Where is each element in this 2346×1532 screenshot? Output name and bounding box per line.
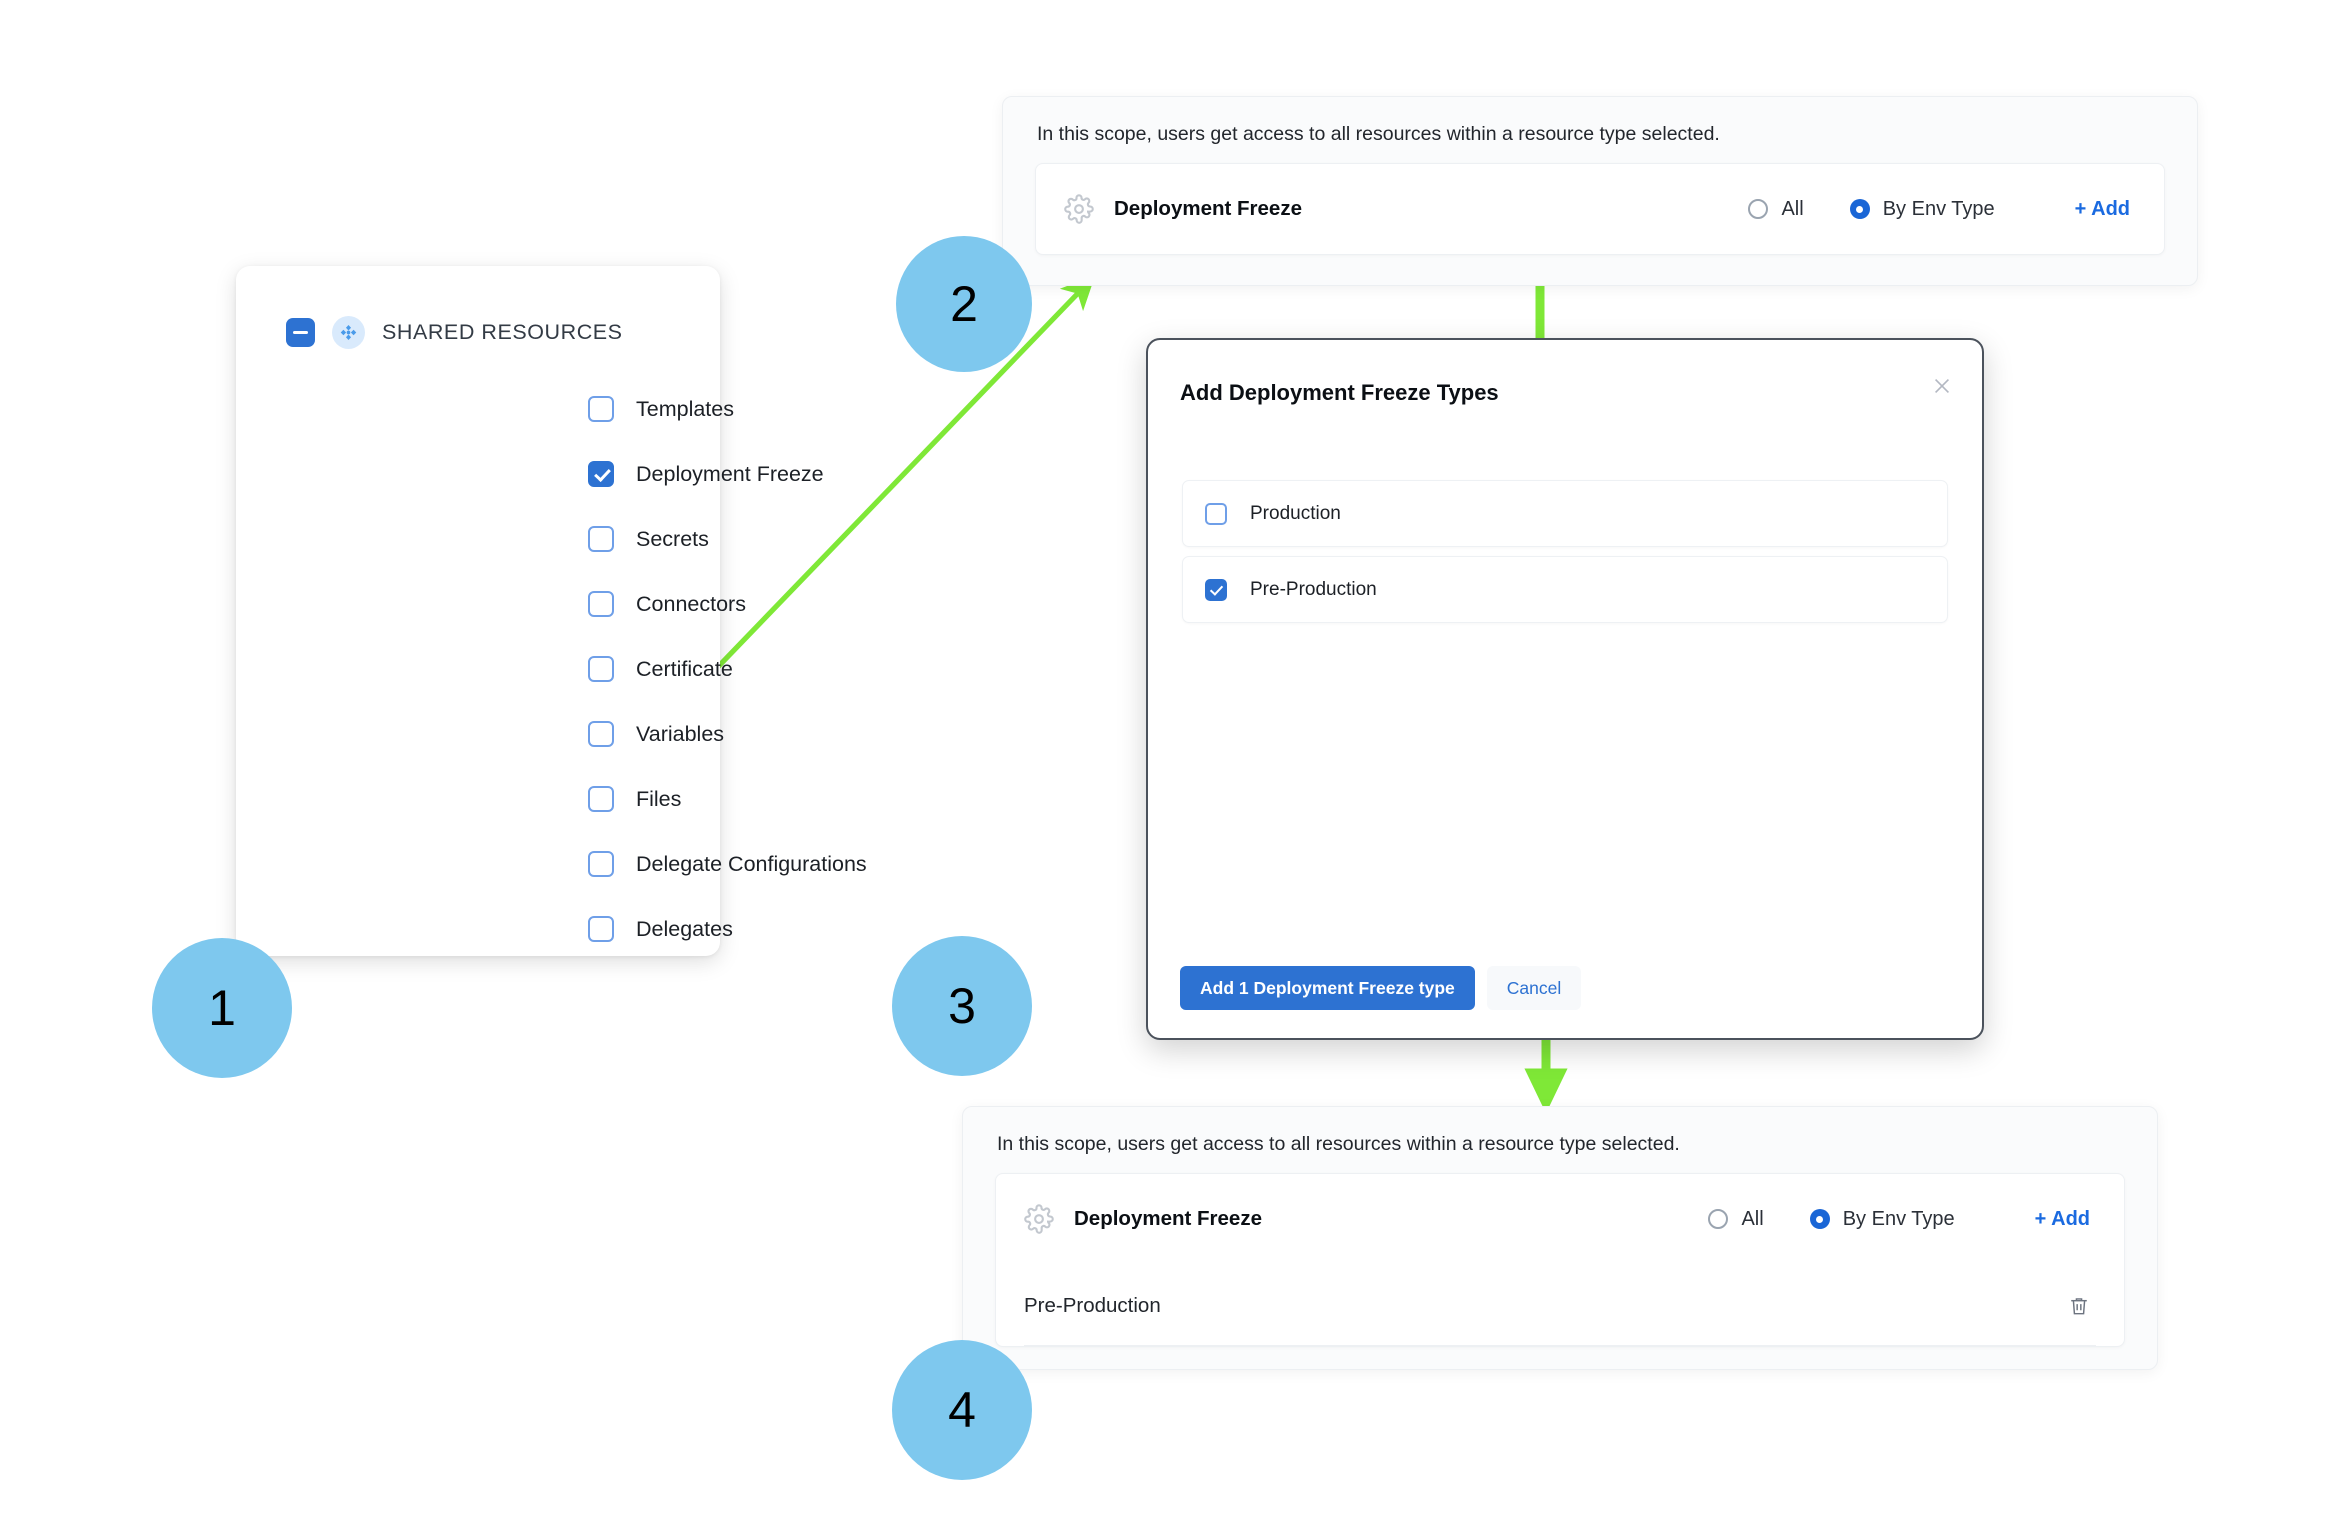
add-freeze-type-button[interactable]: Add 1 Deployment Freeze type [1180,966,1475,1010]
radio-label: By Env Type [1842,1207,1955,1230]
resource-type-name-bottom: Deployment Freeze [1074,1207,1262,1230]
radio-label: All [1781,197,1804,220]
shared-resources-panel: SHARED RESOURCES Templates Deployment Fr… [236,266,867,956]
resource-type-row-bottom: Deployment Freeze All By Env Type + Add [996,1174,2124,1264]
step-marker-1: 1 [152,938,292,1078]
resource-item-label: Files [636,786,682,811]
scope-note-bottom: In this scope, users get access to all r… [997,1133,1680,1155]
resource-item-label: Delegates [636,916,733,941]
gear-icon [1024,1204,1054,1234]
step-number: 4 [948,1382,976,1438]
resource-type-card-top: Deployment Freeze All By Env Type + Add [1035,163,2165,255]
resource-item-variables[interactable]: Variables [588,719,867,749]
radio-label: By Env Type [1882,197,1995,220]
dialog-title: Add Deployment Freeze Types [1180,380,1499,405]
selected-env-type-label: Pre-Production [1024,1293,1161,1317]
resource-item-delegates[interactable]: Delegates [588,914,867,944]
trash-icon[interactable] [2068,1295,2090,1317]
shared-resources-title: SHARED RESOURCES [382,320,623,344]
resource-item-label: Connectors [636,591,746,616]
freeze-type-option-production[interactable]: Production [1182,480,1948,547]
scope-radio-group-top: All By Env Type [1748,197,1995,221]
scope-radio-group-bottom: All By Env Type [1708,1207,1955,1231]
radio-option-all-top[interactable]: All [1748,197,1804,221]
add-button-bottom[interactable]: + Add [2034,1207,2090,1230]
scope-panel-top: In this scope, users get access to all r… [1002,96,2198,286]
resource-item-files[interactable]: Files [588,784,867,814]
resource-item-label: Deployment Freeze [636,461,824,486]
gear-icon [1064,194,1094,224]
resource-item-label: Templates [636,396,734,421]
checkbox-variables[interactable] [588,721,614,747]
add-button-top[interactable]: + Add [2074,197,2130,220]
resource-item-label: Certificate [636,656,733,681]
radio-indicator[interactable] [1849,199,1870,219]
radio-option-all-bottom[interactable]: All [1708,1207,1764,1231]
resource-item-secrets[interactable]: Secrets [588,524,867,554]
radio-indicator[interactable] [1708,1209,1729,1229]
shared-resources-header[interactable]: SHARED RESOURCES [286,316,623,349]
resource-item-connectors[interactable]: Connectors [588,589,867,619]
checkbox-templates[interactable] [588,396,614,422]
shared-resources-group-checkbox[interactable] [286,318,315,347]
step-marker-2: 2 [896,236,1032,372]
freeze-type-option-pre-production[interactable]: Pre-Production [1182,556,1948,623]
resource-item-label: Secrets [636,526,709,551]
checkbox-production[interactable] [1205,502,1227,525]
resource-item-templates[interactable]: Templates [588,394,867,424]
resource-item-certificate[interactable]: Certificate [588,654,867,684]
checkbox-pre-production[interactable] [1205,578,1227,601]
resource-item-label: Delegate Configurations [636,851,867,876]
close-icon[interactable] [1928,372,1956,400]
radio-option-by-env-type-bottom[interactable]: By Env Type [1809,1207,1955,1231]
freeze-type-option-list: Production Pre-Production [1182,480,1948,632]
checkbox-delegate-configurations[interactable] [588,851,614,877]
selected-env-type-row: Pre-Production [996,1264,2124,1346]
shared-resources-icon [332,316,365,349]
shared-resources-item-list: Templates Deployment Freeze Secrets Conn… [588,394,867,979]
resource-item-deployment-freeze[interactable]: Deployment Freeze [588,459,867,489]
radio-indicator[interactable] [1748,199,1769,219]
step-number: 1 [208,980,236,1036]
resource-item-delegate-configurations[interactable]: Delegate Configurations [588,849,867,879]
radio-indicator[interactable] [1809,1209,1830,1229]
cancel-button[interactable]: Cancel [1486,966,1582,1010]
resource-type-name-top: Deployment Freeze [1114,197,1302,220]
freeze-type-label: Pre-Production [1250,578,1377,600]
resource-item-label: Variables [636,721,725,746]
step-marker-4: 4 [892,1340,1032,1480]
radio-option-by-env-type-top[interactable]: By Env Type [1849,197,1995,221]
checkbox-connectors[interactable] [588,591,614,617]
radio-label: All [1741,1207,1764,1230]
checkbox-deployment-freeze[interactable] [588,461,614,487]
checkbox-delegates[interactable] [588,916,614,942]
step-number: 3 [948,978,976,1034]
checkbox-certificate[interactable] [588,656,614,682]
resource-type-row-top: Deployment Freeze All By Env Type + Add [1036,164,2164,254]
step-marker-3: 3 [892,936,1032,1076]
dialog-footer: Add 1 Deployment Freeze type Cancel [1180,966,1582,1010]
scope-panel-bottom: In this scope, users get access to all r… [962,1106,2158,1370]
checkbox-secrets[interactable] [588,526,614,552]
resource-type-card-bottom: Deployment Freeze All By Env Type + Add … [995,1173,2125,1347]
scope-note-top: In this scope, users get access to all r… [1037,123,1720,145]
step-number: 2 [950,276,978,332]
freeze-type-label: Production [1250,502,1341,524]
checkbox-files[interactable] [588,786,614,812]
add-deployment-freeze-types-dialog: Add Deployment Freeze Types Production P… [1146,338,1984,1040]
